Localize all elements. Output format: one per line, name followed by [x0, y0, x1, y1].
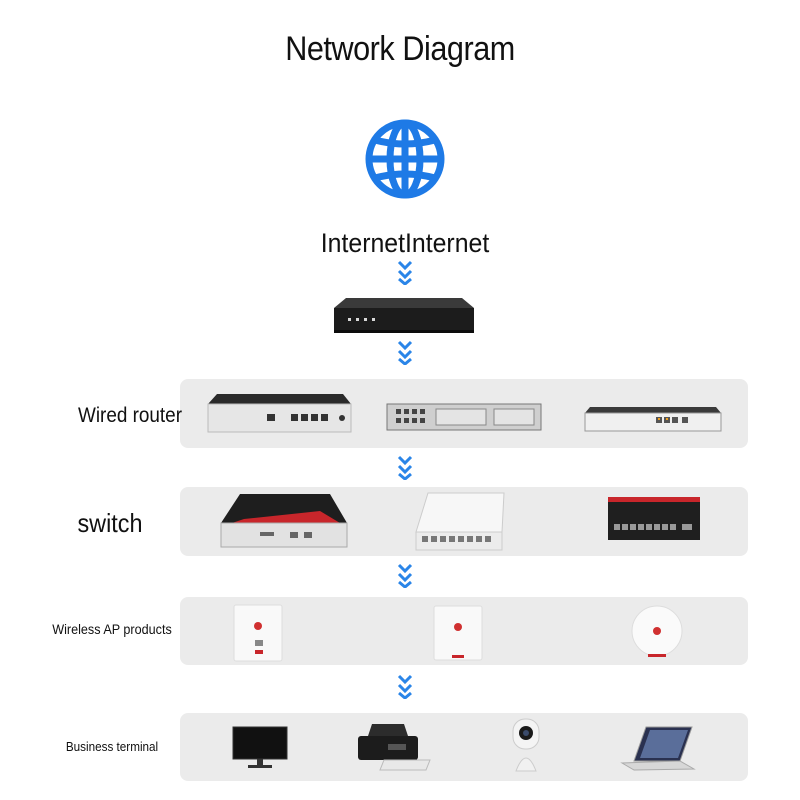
chevron-down-double-icon: [397, 563, 413, 588]
router-device-3: [584, 407, 722, 432]
tier-label: Wired router: [78, 404, 182, 427]
chevron-down-double-icon: [397, 260, 413, 285]
monitor-icon: [232, 726, 288, 768]
ap-device-1: [233, 604, 283, 662]
chevron-down-double-icon: [397, 455, 413, 480]
gateway-device: [334, 298, 474, 333]
diagram-title: Network Diagram: [285, 30, 515, 68]
camera-icon: [512, 718, 540, 772]
tier-label: switch: [77, 508, 143, 538]
printer-icon: [358, 724, 431, 771]
router-device-1: [207, 394, 352, 433]
chevron-down-double-icon: [397, 674, 413, 699]
internet-label: InternetInternet: [320, 228, 490, 258]
ap-device-2: [433, 605, 483, 661]
switch-device-2: [415, 492, 505, 551]
globe-icon: [365, 119, 445, 199]
chevron-down-double-icon: [397, 340, 413, 365]
tier-label: Business terminal: [65, 739, 159, 754]
laptop-icon: [620, 726, 696, 771]
switch-device-3: [608, 497, 700, 540]
ap-device-3: [631, 605, 683, 657]
tier-label: Wireless AP products: [52, 621, 172, 637]
router-device-2: [386, 403, 542, 431]
switch-device-1: [220, 494, 348, 548]
